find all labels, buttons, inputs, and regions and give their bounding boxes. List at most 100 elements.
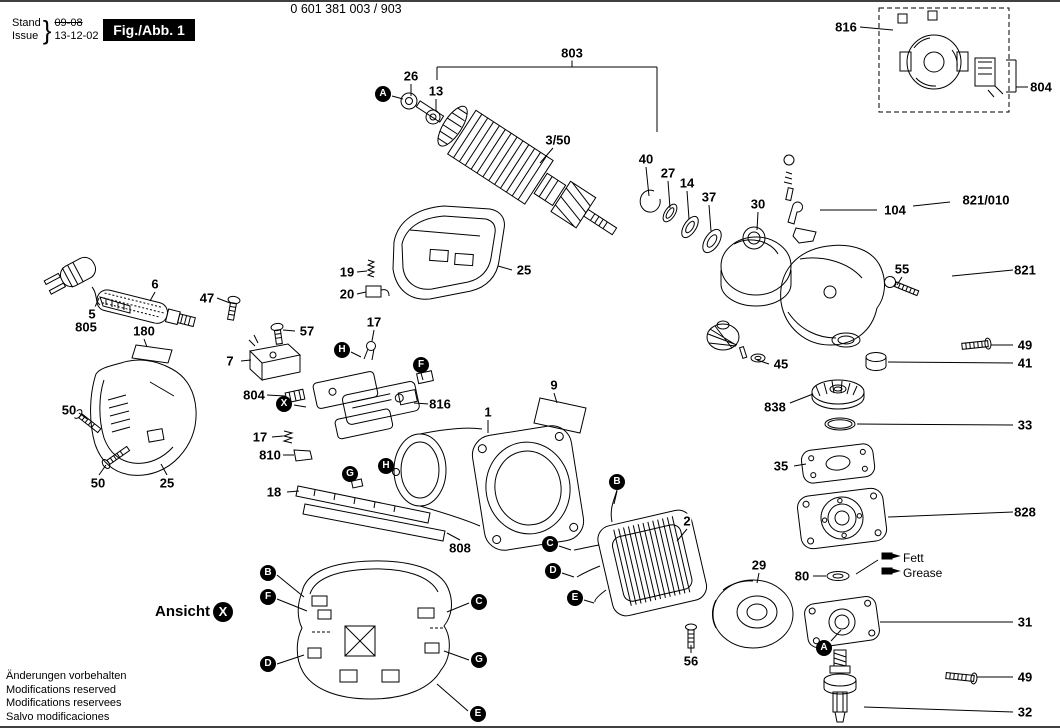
issue-label: Issue [12, 30, 39, 42]
part-callout-31: 31 [1016, 614, 1034, 630]
part-callout-80: 80 [793, 568, 811, 584]
letter-callout-D: D [545, 563, 561, 579]
part-callout-808: 808 [448, 540, 472, 556]
part-callout-47: 47 [198, 290, 216, 306]
letter-callout-C: C [471, 594, 487, 610]
letter-callout-G: G [342, 466, 358, 482]
letter-callout-A: A [375, 86, 391, 102]
figure-label: Fig./Abb. 1 [103, 19, 195, 41]
letter-callout-X: X [276, 396, 292, 412]
o-ring-33 [824, 417, 856, 431]
part-callout-821/010: 821/010 [961, 192, 1011, 208]
screw-57 [270, 322, 284, 345]
spindle-32 [823, 649, 857, 723]
part-callout-17: 17 [251, 429, 269, 445]
brush-spring-19 [366, 259, 376, 278]
grinding-wheel-29 [712, 579, 794, 649]
slider-bar-18 [295, 485, 431, 524]
part-callout-33: 33 [1016, 417, 1034, 433]
part-callout-35: 35 [772, 458, 790, 474]
screw-17-upper [363, 341, 376, 361]
bearing-flange-828 [797, 487, 888, 550]
part-callout-803: 803 [560, 45, 584, 61]
bearing-rings-group [639, 189, 722, 254]
footer-line-fr: Modifications reservees [6, 697, 122, 709]
letter-callout-H: H [378, 458, 394, 474]
part-callout-810: 810 [258, 447, 282, 463]
clamp-lever-group [783, 154, 817, 244]
footer-line-en: Modifications reserved [6, 683, 117, 696]
part-callout-17: 17 [365, 314, 383, 330]
letter-callout-B: B [609, 474, 625, 490]
stand-label: Stand [12, 17, 41, 29]
part-callout-50: 50 [89, 475, 107, 491]
bearing-cap-41 [865, 352, 887, 371]
part-callout-55: 55 [893, 261, 911, 277]
power-cord-group [43, 256, 131, 314]
screw-47 [226, 295, 241, 321]
crown-gear-838 [811, 379, 865, 410]
wheel-guard-group [720, 226, 792, 307]
part-callout-49: 49 [1016, 337, 1034, 353]
part-callout-20: 20 [338, 286, 356, 302]
part-callout-821: 821 [1013, 262, 1037, 278]
part-callout-56: 56 [682, 653, 700, 669]
gasket-35 [800, 443, 876, 484]
part-callout-816: 816 [428, 396, 452, 412]
letter-callout-F: F [413, 357, 429, 373]
part-callout-804: 804 [1029, 79, 1053, 95]
issue-block: Stand Issue } 09-08 13-12-02 [12, 17, 98, 43]
grease-tube-icons [881, 552, 901, 575]
ansicht-x-view [296, 560, 452, 700]
ansicht-label: Ansicht [155, 603, 211, 620]
field-coil-group [573, 489, 708, 617]
part-callout-104: 104 [883, 202, 907, 218]
part-callout-7: 7 [225, 353, 235, 369]
gear-housing-group [780, 244, 885, 348]
part-callout-49: 49 [1016, 669, 1034, 685]
top-cover-25 [392, 205, 505, 300]
part-callout-3/50: 3/50 [544, 132, 572, 148]
letter-callout-B: B [260, 565, 276, 581]
letter-callout-G: G [471, 652, 487, 668]
document-number: 0 601 381 003 / 903 [290, 2, 402, 16]
grease-label-en: Grease [903, 566, 943, 580]
washer-80 [826, 571, 850, 581]
letter-callout-X: X [213, 602, 233, 622]
part-callout-37: 37 [700, 189, 718, 205]
part-callout-18: 18 [265, 484, 283, 500]
part-callout-25: 25 [515, 262, 533, 278]
switch-slide-group [312, 370, 434, 440]
grease-label-de: Fett [903, 551, 924, 565]
strip-808 [302, 503, 446, 542]
part-callout-2: 2 [682, 513, 692, 529]
part-callout-14: 14 [678, 175, 696, 191]
switch-7 [248, 334, 302, 382]
letter-callout-E: E [470, 706, 486, 722]
letter-callout-D: D [260, 656, 276, 672]
label-plate-180 [131, 344, 173, 364]
old-issue-date: 09-08 [54, 17, 83, 29]
footer-notes: Änderungen vorbehalten Modifications res… [6, 670, 126, 724]
part-callout-25: 25 [158, 475, 176, 491]
part-g-clip [350, 478, 364, 489]
letter-callout-H: H [334, 342, 350, 358]
screw-49-top [961, 337, 992, 350]
motor-housing-group [393, 425, 585, 551]
part-callout-180: 180 [132, 323, 156, 339]
part-callout-50: 50 [60, 402, 78, 418]
armature-group [400, 92, 618, 236]
letter-callout-A: A [816, 640, 832, 656]
housing-shell-25 [90, 359, 197, 476]
letter-callout-C: C [542, 536, 558, 552]
screw-55 [884, 276, 920, 297]
part-callout-1: 1 [483, 404, 493, 420]
part-callout-13: 13 [427, 83, 445, 99]
part-callout-45: 45 [772, 356, 790, 372]
part-callout-40: 40 [637, 151, 655, 167]
part-callout-19: 19 [338, 264, 356, 280]
part-callout-5: 5 [87, 306, 97, 322]
